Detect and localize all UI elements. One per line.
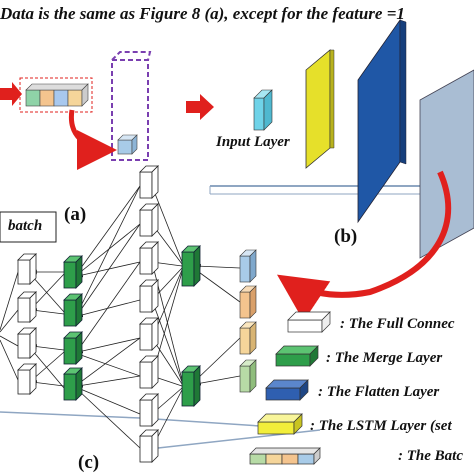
panel-a bbox=[0, 51, 152, 170]
red-curve-arrow-bc-icon bbox=[277, 170, 452, 322]
full-connected-column-left bbox=[17, 253, 37, 395]
input-layer-block bbox=[253, 89, 273, 131]
panel-c bbox=[0, 165, 321, 463]
batch-box bbox=[0, 211, 57, 243]
legend-text-flatten: : The Flatten Layer bbox=[318, 384, 440, 400]
legend-swatch-batch bbox=[249, 447, 321, 465]
batch-label: batch bbox=[8, 218, 43, 234]
lstm-layer-panel bbox=[305, 49, 335, 169]
red-arrow-b-icon bbox=[186, 94, 214, 120]
panel-label-a: (a) bbox=[64, 204, 87, 225]
dashed-red-box bbox=[19, 77, 93, 113]
red-curve-arrow-icon bbox=[68, 109, 117, 170]
legend-swatch-lstm bbox=[257, 413, 303, 435]
legend-text-batch: : The Batc bbox=[398, 448, 463, 464]
legend-swatch-full-connected bbox=[287, 311, 331, 333]
full-connected-column-mid bbox=[139, 165, 159, 463]
batch-input-column bbox=[239, 249, 257, 393]
input-layer-label: Input Layer bbox=[216, 134, 290, 150]
legend-text-full-connected: : The Full Connec bbox=[340, 316, 455, 332]
red-arrow-icon bbox=[0, 82, 22, 106]
batch-layer-panel bbox=[419, 69, 474, 259]
panel-label-c: (c) bbox=[78, 452, 100, 473]
panel-label-b: (b) bbox=[334, 226, 358, 247]
legend-swatch-flatten bbox=[265, 379, 309, 401]
legend-swatch-merge bbox=[275, 345, 319, 367]
legend bbox=[249, 311, 331, 465]
panel-b bbox=[186, 18, 474, 322]
figure-caption: Data is the same as Figure 8 (a), except… bbox=[0, 4, 405, 23]
merge-column-left bbox=[63, 255, 83, 401]
input-cubes bbox=[25, 83, 89, 107]
legend-text-lstm: : The LSTM Layer (set bbox=[310, 418, 452, 434]
flatten-layer-panel bbox=[357, 18, 407, 224]
legend-text-merge: : The Merge Layer bbox=[326, 350, 443, 366]
single-cube bbox=[117, 134, 138, 155]
merge-column-right bbox=[181, 245, 201, 407]
dashed-purple-box bbox=[111, 59, 149, 161]
